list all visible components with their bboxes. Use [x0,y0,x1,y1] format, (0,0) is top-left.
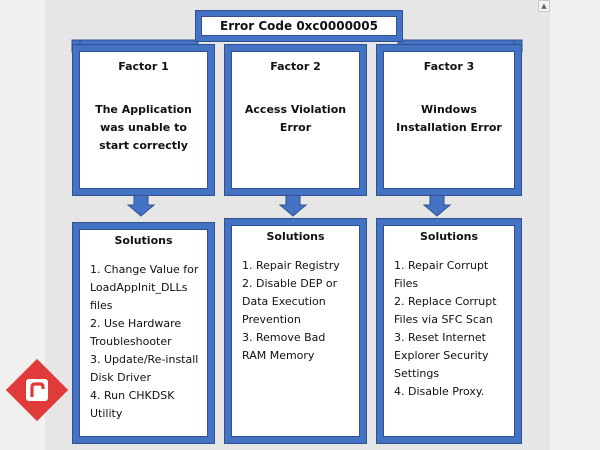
solution-item: 1. Change Value for LoadAppInit_DLLs fil… [90,263,199,312]
solutions-3-heading: Solutions [419,230,479,243]
arrow-down-2 [278,192,308,217]
factor-2-description: Access Violation Error [244,103,347,134]
solutions-1-list: 1. Change Value for LoadAppInit_DLLs fil… [80,261,207,423]
r-logo-glyph [17,370,57,410]
solution-item: 1. Repair Registry [242,259,340,272]
solution-item: 3. Update/Re-install Disk Driver [90,353,199,384]
solution-item: 3. Remove Bad RAM Memory [242,331,326,362]
solutions-box-2: Solutions 1. Repair Registry 2. Disable … [224,218,367,444]
solution-item: 3. Reset Internet Explorer Security Sett… [394,331,489,380]
arrow-down-3 [422,192,452,217]
factor-box-2: Factor 2 Access Violation Error [224,44,367,196]
factor-3-heading: Factor 3 [423,60,475,73]
solution-item: 2. Disable DEP or Data Execution Prevent… [242,277,338,326]
factor-box-1: Factor 1 The Application was unable to s… [72,44,215,196]
solution-item: 4. Run CHKDSK Utility [90,389,175,420]
solutions-1-heading: Solutions [114,234,173,247]
factor-3-description: Windows Installation Error [396,103,502,134]
solution-item: 1. Repair Corrupt Files [394,259,489,290]
title-box: Error Code 0xc0000005 [195,10,403,42]
scroll-up-arrow-icon[interactable]: ▲ [538,0,550,12]
solutions-3-list: 1. Repair Corrupt Files 2. Replace Corru… [384,257,514,401]
factor-2-heading: Factor 2 [270,60,321,73]
solution-item: 2. Use Hardware Troubleshooter [90,317,182,348]
factor-1-heading: Factor 1 [118,60,169,73]
solutions-2-heading: Solutions [266,230,325,243]
solutions-box-3: Solutions 1. Repair Corrupt Files 2. Rep… [376,218,522,444]
factor-1-description: The Application was unable to start corr… [95,103,192,152]
solutions-box-1: Solutions 1. Change Value for LoadAppIni… [72,222,215,444]
solutions-2-list: 1. Repair Registry 2. Disable DEP or Dat… [232,257,359,365]
solution-item: 2. Replace Corrupt Files via SFC Scan [394,295,497,326]
title-text: Error Code 0xc0000005 [220,19,378,33]
arrow-down-1 [126,192,156,217]
solution-item: 4. Disable Proxy. [394,385,485,398]
factor-box-3: Factor 3 Windows Installation Error [376,44,522,196]
